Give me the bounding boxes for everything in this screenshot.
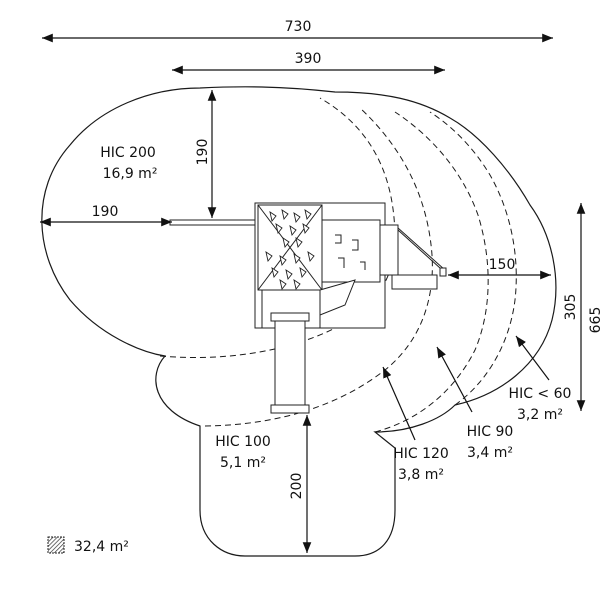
hic-60-area: 3,2 m²	[517, 407, 563, 423]
hic-60-boundary	[429, 111, 517, 406]
hatched-area-icon	[47, 536, 65, 554]
hic-90-pointer	[436, 346, 473, 413]
side-step	[391, 274, 438, 290]
dim-390: 390	[295, 51, 322, 67]
slide	[274, 314, 306, 414]
hic-200-label: HIC 200	[100, 145, 156, 161]
hic-120-label: HIC 120	[393, 446, 449, 462]
dim-730: 730	[285, 19, 312, 35]
dim-200: 200	[289, 473, 305, 500]
right-tower	[321, 219, 381, 283]
hic-90-label: HIC 90	[467, 424, 514, 440]
hic-60-label: HIC < 60	[509, 386, 572, 402]
left-beam	[169, 219, 256, 226]
dim-305: 305	[563, 294, 579, 321]
dim-190-vertical: 190	[195, 139, 211, 166]
area-legend: 32,4 m²	[47, 536, 129, 555]
side-frame	[379, 224, 399, 276]
hic-120-area: 3,8 m²	[398, 467, 444, 483]
legend-area-value: 32,4 m²	[74, 539, 129, 555]
hic-90-boundary	[374, 111, 489, 433]
hic-100-area: 5,1 m²	[220, 455, 266, 471]
hic-200-area: 16,9 m²	[103, 166, 158, 182]
dim-150: 150	[489, 257, 516, 273]
hic-100-label: HIC 100	[215, 434, 271, 450]
hic-120-pointer	[382, 366, 416, 441]
hic-90-area: 3,4 m²	[467, 445, 513, 461]
roof-shingles	[265, 209, 315, 291]
hic-60-pointer	[515, 335, 550, 381]
playground-equipment	[169, 202, 447, 414]
dim-665: 665	[588, 307, 600, 334]
dim-190-horizontal: 190	[92, 204, 119, 220]
